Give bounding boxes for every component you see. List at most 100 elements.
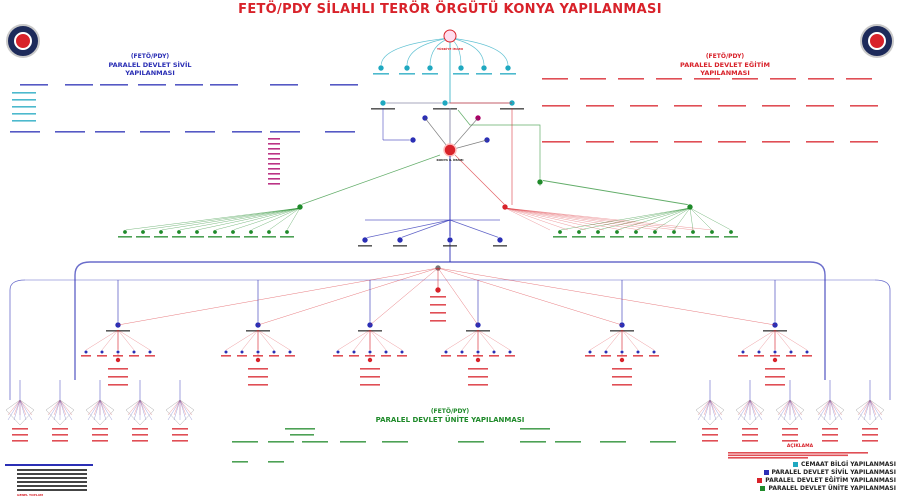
connector-line	[59, 399, 67, 421]
person-node-icon	[367, 357, 373, 363]
node-label-text	[786, 355, 796, 357]
person-node-icon	[426, 64, 434, 72]
connector-line	[777, 399, 791, 421]
node-label-text	[270, 131, 300, 133]
node-label-text	[422, 73, 438, 75]
fan-diamond	[45, 399, 75, 426]
node-label-text	[648, 236, 662, 238]
connector-line	[47, 399, 61, 421]
connector-line	[654, 207, 691, 231]
node-label-text	[270, 84, 298, 86]
person-node-icon	[603, 349, 609, 355]
connector-line	[380, 37, 451, 67]
person-node-icon	[223, 349, 229, 355]
summary-table: GENEL TOPLAM	[5, 464, 93, 497]
node-label-text	[340, 441, 366, 443]
connector-line	[449, 117, 479, 151]
node-label-text	[724, 236, 738, 238]
node-label-text	[555, 441, 581, 443]
node-label-text	[381, 355, 391, 357]
legend-title: AÇIKLAMA	[786, 444, 814, 449]
node-label-text	[738, 355, 748, 357]
connector-line	[225, 329, 259, 351]
connector-line	[99, 399, 113, 421]
connector-line	[817, 399, 831, 421]
node-label-text	[765, 384, 785, 386]
fan-diamond	[735, 399, 765, 426]
node-label-text	[268, 173, 280, 175]
person-node-icon	[255, 357, 261, 363]
node-label-text	[430, 320, 446, 322]
node-label-text	[610, 236, 624, 238]
legend-item: PARALEL DEVLET ÜNİTE YAPILANMASI	[760, 485, 896, 492]
connector-line	[504, 207, 695, 231]
node-label-text	[630, 141, 658, 143]
node-label-text	[770, 78, 796, 80]
node-label-text	[360, 368, 380, 370]
connector-line	[364, 219, 451, 239]
node-label-text	[443, 245, 457, 247]
connector-line	[742, 329, 776, 351]
fan-diamond	[165, 399, 195, 426]
node-label-text	[728, 454, 848, 457]
connector-line	[477, 329, 511, 351]
node-label-text	[232, 461, 248, 463]
node-label-text	[601, 355, 611, 357]
legend-item: CEMAAT BİLGİ YAPILANMASI	[792, 461, 896, 468]
connector-line	[139, 399, 153, 421]
page-title: FETÖ/PDY SİLAHLI TERÖR ÖRGÜTÜ KONYA YAPI…	[238, 2, 662, 17]
node-label-text	[806, 105, 834, 107]
connector-line	[179, 399, 187, 421]
node-label-text	[20, 84, 48, 86]
person-node-icon	[804, 349, 810, 355]
node-label-text	[100, 84, 128, 86]
connector-line	[869, 399, 883, 421]
node-label-text	[862, 434, 878, 436]
node-label-text	[618, 78, 644, 80]
connector-line	[737, 399, 751, 421]
person-node-icon	[635, 349, 641, 355]
node-label-text	[285, 355, 295, 357]
node-label-text	[172, 428, 188, 430]
node-label-text	[520, 428, 550, 430]
node-label-text	[468, 384, 488, 386]
connector-line	[789, 399, 803, 416]
node-label-text	[81, 355, 91, 357]
connector-line	[93, 399, 101, 421]
connector-line	[196, 207, 301, 231]
node-label-text	[585, 355, 595, 357]
node-label-text	[113, 355, 123, 357]
connector-line	[59, 399, 73, 416]
node-label-text	[52, 440, 68, 442]
connector-line	[53, 399, 61, 416]
connector-line	[709, 399, 723, 421]
node-label-text	[325, 131, 355, 133]
node-label-text	[782, 440, 798, 442]
node-label-text	[656, 78, 682, 80]
node-label-text	[108, 384, 128, 386]
connector-line	[504, 207, 551, 231]
node-label-text	[132, 440, 148, 442]
legend-label: PARALEL DEVLET SİVİL YAPILANMASI	[771, 469, 896, 476]
connector-line	[437, 267, 776, 326]
node-label-text	[600, 441, 626, 443]
connector-line	[59, 399, 73, 421]
person-node-icon	[230, 229, 236, 235]
person-node-icon	[239, 349, 245, 355]
person-node-icon	[652, 229, 658, 235]
node-label-text	[248, 368, 268, 370]
node-label-text	[742, 440, 758, 442]
connector-line	[504, 207, 605, 231]
node-label-text	[586, 141, 614, 143]
person-node-icon	[788, 349, 794, 355]
node-label-text	[237, 355, 247, 357]
person-node-icon	[576, 229, 582, 235]
node-label-text	[97, 355, 107, 357]
legend-item: PARALEL DEVLET SİVİL YAPILANMASI	[763, 469, 896, 476]
node-label-text	[92, 434, 108, 436]
person-node-icon	[367, 349, 373, 355]
node-label-text	[520, 441, 546, 443]
emblem-star-icon	[14, 32, 32, 50]
table-total-label: GENEL TOPLAM	[17, 493, 44, 497]
